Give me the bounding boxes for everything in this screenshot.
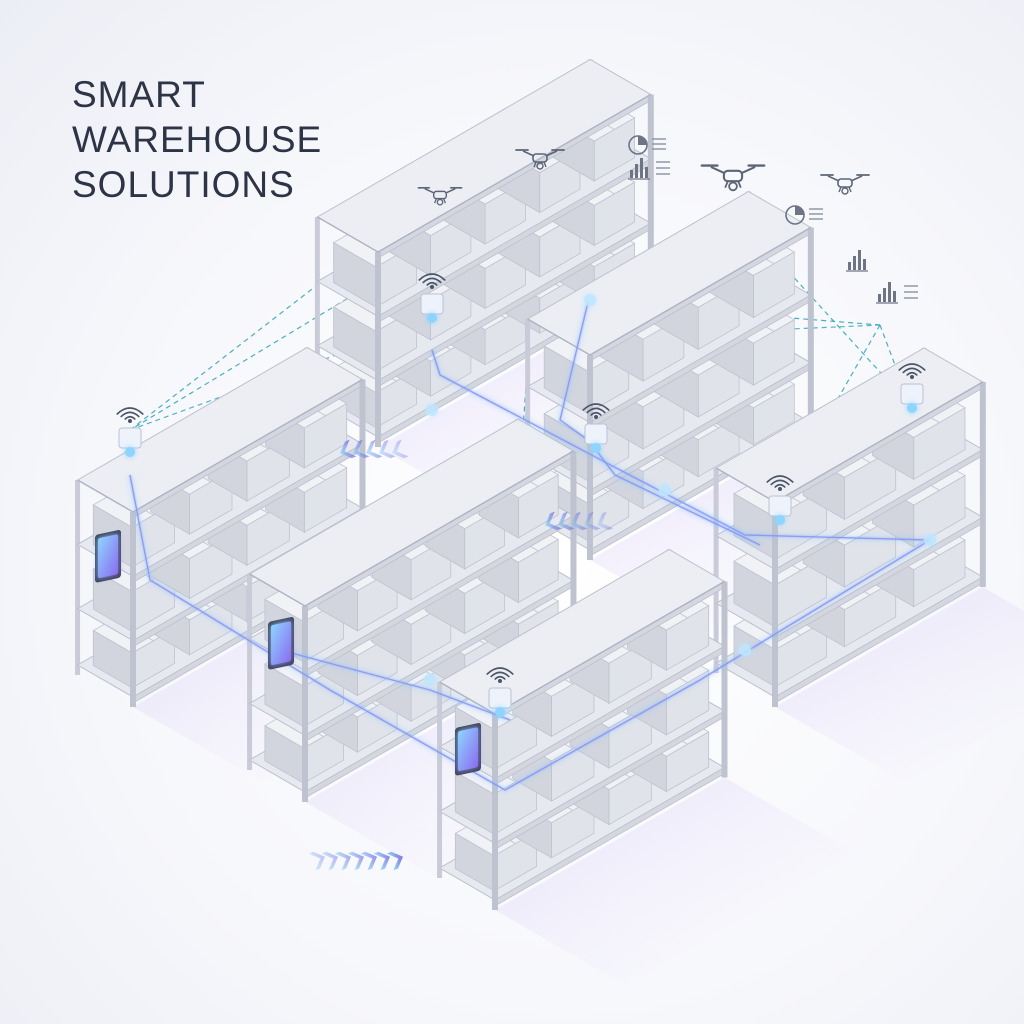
tracking-path-1 xyxy=(431,349,931,541)
tablet-icon xyxy=(95,530,121,583)
wifi-icon xyxy=(582,403,610,453)
tablet-icon xyxy=(455,723,481,776)
network-link-0 xyxy=(129,181,541,431)
title-line-2: WAREHOUSE xyxy=(72,119,323,160)
wifi-icon xyxy=(116,407,144,457)
title-line-1: SMART xyxy=(72,74,206,115)
sensor-glow-dot-3 xyxy=(424,674,436,686)
sensor-glow-dot-0 xyxy=(426,404,438,416)
tracking-path-0 xyxy=(129,474,931,791)
tracking-path-4 xyxy=(559,301,596,446)
drone-icon xyxy=(700,164,766,192)
tracking-paths xyxy=(128,294,936,793)
bar-chart-icon xyxy=(876,282,918,304)
shelving-unit-3 xyxy=(75,346,366,707)
wifi-icon xyxy=(418,273,446,323)
sensor-glow-dot-4 xyxy=(739,644,751,656)
tracking-path-2 xyxy=(595,449,761,546)
pie-chart-icon xyxy=(785,205,823,225)
drone-icon xyxy=(515,149,565,170)
shelving-unit-5 xyxy=(437,548,728,910)
tablet-icon xyxy=(268,617,294,670)
sensor-glow-dot-1 xyxy=(584,294,596,306)
bar-chart-icon xyxy=(628,158,670,180)
chevron-arrows-icon-2 xyxy=(545,511,614,531)
tracking-path-3 xyxy=(279,649,511,721)
floor-shadow-5 xyxy=(495,777,855,985)
drone-icon xyxy=(820,174,870,195)
sensor-glow-dot-5 xyxy=(924,534,936,546)
drone-icon xyxy=(417,186,463,206)
sensor-glow-dot-6 xyxy=(659,484,671,496)
iot-overlay xyxy=(95,135,926,871)
page-title: SMART WAREHOUSE SOLUTIONS xyxy=(72,72,322,207)
floor-shadow-2 xyxy=(775,587,1024,782)
wifi-icon xyxy=(898,363,926,413)
wifi-icon xyxy=(486,667,514,717)
bar-chart-icon xyxy=(846,250,868,272)
chevron-arrows-icon-1 xyxy=(340,439,409,459)
wifi-icon xyxy=(766,475,794,525)
pie-chart-icon xyxy=(628,135,666,155)
chevron-arrows-icon-0 xyxy=(308,851,403,871)
title-line-3: SOLUTIONS xyxy=(72,164,295,205)
shelving-unit-0 xyxy=(314,58,654,447)
